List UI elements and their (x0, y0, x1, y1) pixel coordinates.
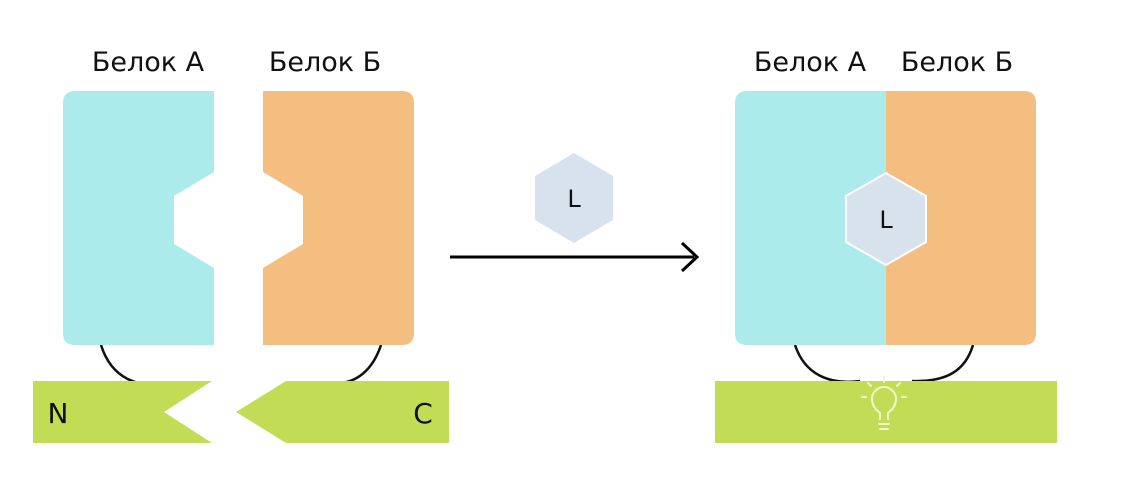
protein-b-block (263, 91, 414, 345)
bound-ligand-label: L (879, 206, 893, 234)
before-state: Белок А Белок Б N C (33, 47, 449, 443)
reporter-n-fragment (33, 381, 212, 443)
ligand-hexagon (535, 153, 613, 243)
c-terminal-label: C (413, 397, 433, 430)
lightbulb-icon (861, 376, 907, 430)
reconstituted-reporter (715, 381, 1057, 443)
protein-a-block (63, 91, 214, 345)
after-state: Белок А Белок Б L (715, 47, 1057, 443)
n-terminal-label: N (48, 397, 69, 430)
protein-b-label: Белок Б (269, 47, 381, 78)
ligand-label: L (567, 185, 581, 213)
reaction-arrow (450, 241, 700, 273)
complex-protein-b-block (886, 91, 1036, 345)
protein-a-linker (99, 344, 166, 386)
complex-protein-b-label: Белок Б (901, 47, 1013, 78)
complex-protein-a-block (735, 91, 886, 345)
protein-b-linker (339, 344, 383, 385)
protein-a-label: Белок А (92, 47, 205, 78)
complex-linker-a (793, 344, 861, 384)
complex-linker-b (911, 344, 975, 383)
ligand-free: L (535, 153, 613, 243)
arrow-head-icon (680, 241, 700, 273)
reporter-c-fragment (236, 381, 449, 443)
bound-ligand-hexagon (845, 171, 927, 267)
complex-protein-a-label: Белок А (754, 47, 867, 78)
